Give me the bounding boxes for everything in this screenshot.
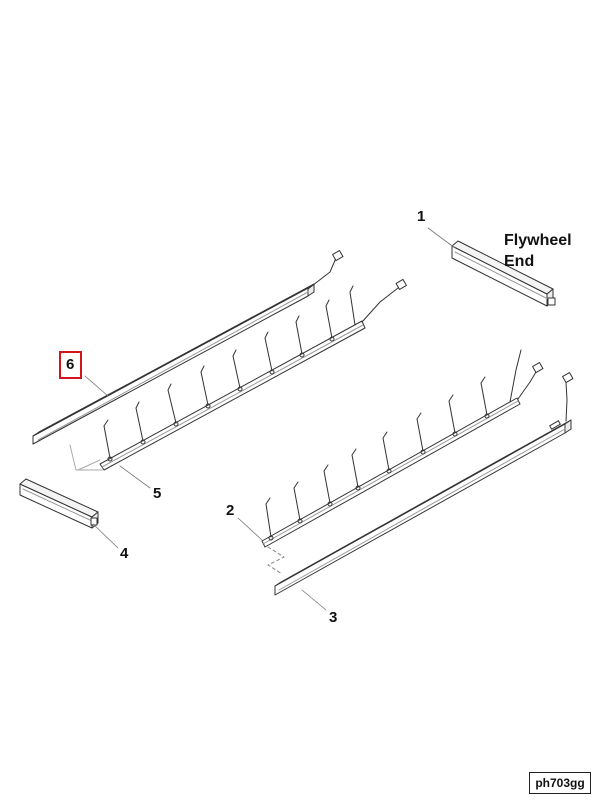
flywheel-end-label: Flywheel End	[504, 230, 572, 272]
callout-5: 5	[153, 485, 162, 502]
part-6-long-bar	[32, 250, 344, 445]
callout-2: 2	[226, 502, 235, 519]
alignment-line	[267, 546, 285, 575]
callout-4: 4	[120, 545, 129, 562]
part-3-long-bar	[274, 372, 574, 596]
part-1-short-bar	[451, 240, 556, 307]
flywheel-label-line2: End	[504, 253, 535, 270]
part-2-tine-bar	[261, 349, 544, 548]
flywheel-label-line1: Flywheel	[504, 232, 572, 249]
callout-6: 6	[66, 356, 75, 373]
callout-1: 1	[417, 208, 426, 225]
callout-6-highlight-box	[59, 351, 82, 379]
part-4-short-bar	[19, 478, 99, 529]
figure-code: ph703gg	[529, 772, 591, 794]
callout-3: 3	[329, 609, 338, 626]
part-5-tine-bar	[69, 278, 407, 471]
leader-lines	[84, 227, 456, 611]
